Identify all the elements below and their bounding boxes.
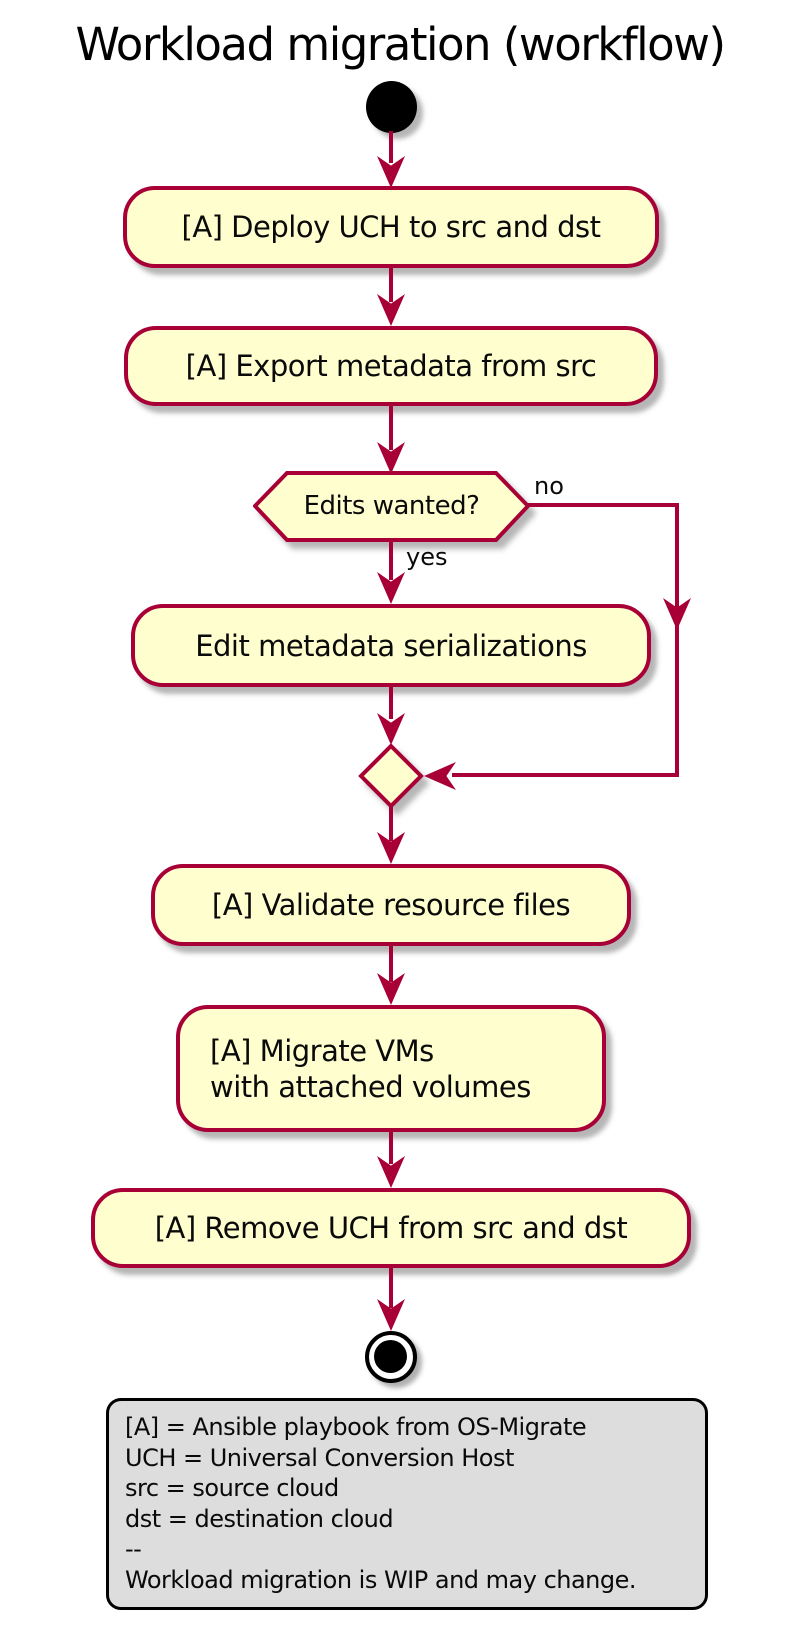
flow-line-deploy-to-export xyxy=(389,268,393,302)
start-node xyxy=(366,81,417,133)
flow-line-no-vertical xyxy=(675,503,679,777)
end-node-inner-dot xyxy=(374,1340,407,1373)
activity-export-metadata: [A] Export metadata from src xyxy=(124,326,658,406)
legend-line-dst: dst = destination cloud xyxy=(125,1504,394,1533)
activity-deploy-uch: [A] Deploy UCH to src and dst xyxy=(123,186,659,268)
activity-validate-resources: [A] Validate resource files xyxy=(151,864,631,946)
activity-remove-uch: [A] Remove UCH from src and dst xyxy=(91,1188,691,1268)
branch-label-no: no xyxy=(534,472,564,500)
flow-line-remove-to-end xyxy=(389,1268,393,1308)
end-node xyxy=(365,1331,417,1383)
flow-line-export-to-decision xyxy=(389,406,393,450)
activity-deploy-uch-label: [A] Deploy UCH to src and dst xyxy=(181,210,602,244)
legend-box: [A] = Ansible playbook from OS-Migrate U… xyxy=(106,1398,708,1610)
activity-migrate-vms-label: [A] Migrate VMs with attached volumes xyxy=(210,1033,531,1105)
flow-line-merge-to-validate xyxy=(389,807,393,841)
flow-line-yes-to-edit xyxy=(389,540,393,580)
diagram-title: Workload migration (workflow) xyxy=(75,18,726,71)
decision-label: Edits wanted? xyxy=(303,490,480,521)
activity-remove-uch-label: [A] Remove UCH from src and dst xyxy=(154,1211,628,1245)
flow-line-no-horizontal-bottom xyxy=(452,773,679,777)
flow-line-validate-to-migrate xyxy=(389,946,393,982)
activity-validate-resources-label: [A] Validate resource files xyxy=(211,888,571,922)
activity-migrate-vms-line1: [A] Migrate VMs xyxy=(210,1033,434,1068)
activity-edit-metadata: Edit metadata serializations xyxy=(131,604,651,687)
legend-line-wip-note: Workload migration is WIP and may change… xyxy=(125,1565,637,1594)
legend-line-uch: UCH = Universal Conversion Host xyxy=(125,1443,514,1472)
merge-diamond xyxy=(358,743,424,809)
activity-export-metadata-label: [A] Export metadata from src xyxy=(185,349,597,383)
activity-edit-metadata-label: Edit metadata serializations xyxy=(195,628,587,663)
legend-line-separator: -- xyxy=(125,1535,142,1563)
legend-line-ansible: [A] = Ansible playbook from OS-Migrate xyxy=(125,1413,587,1441)
flow-line-migrate-to-remove xyxy=(389,1132,393,1164)
branch-label-yes: yes xyxy=(406,543,448,571)
flow-line-no-horizontal-top xyxy=(528,503,679,507)
flow-line-edit-to-merge xyxy=(389,687,393,719)
activity-migrate-vms: [A] Migrate VMs with attached volumes xyxy=(176,1005,606,1132)
activity-migrate-vms-line2: with attached volumes xyxy=(210,1069,531,1104)
legend-line-src: src = source cloud xyxy=(125,1474,339,1502)
flow-line-start-to-deploy xyxy=(389,131,393,163)
